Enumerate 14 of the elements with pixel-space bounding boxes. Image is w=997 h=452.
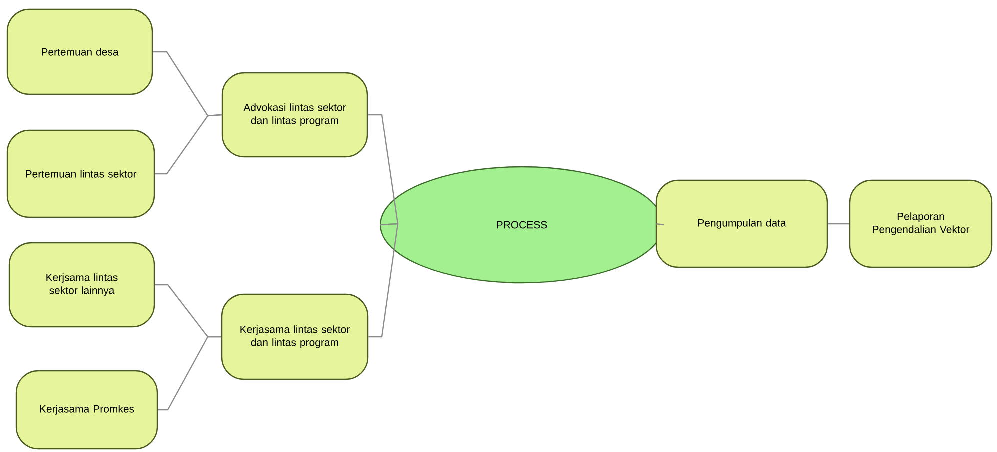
process-box: Pertemuan lintas sektor bbox=[6, 130, 156, 218]
connector-line bbox=[155, 114, 222, 175]
connector-line bbox=[368, 223, 399, 338]
process-box: Pertemuan desa bbox=[6, 8, 154, 96]
connector-line bbox=[828, 223, 850, 225]
process-box: Advokasi lintas sektor dan lintas program bbox=[222, 72, 368, 158]
connector-line bbox=[656, 223, 664, 226]
connector-line bbox=[158, 336, 222, 411]
connector-line bbox=[368, 114, 399, 226]
process-box: Kerjasama lintas sektor dan lintas program bbox=[221, 294, 369, 380]
process-box: Kerjsama lintas sektor lainnya bbox=[8, 242, 156, 328]
process-box: Kerjasama Promkes bbox=[16, 370, 158, 450]
process-box: Pelaporan Pengendalian Vektor bbox=[849, 180, 993, 268]
process-box: Pengumpulan data bbox=[656, 180, 828, 268]
